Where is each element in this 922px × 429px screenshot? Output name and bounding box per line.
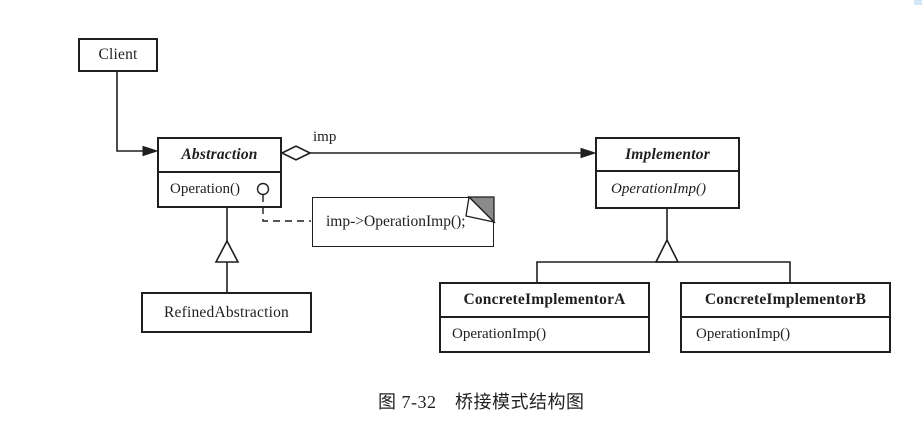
aggregation-diamond-icon bbox=[280, 145, 312, 161]
class-client: Client bbox=[78, 38, 158, 72]
abstraction-generalization bbox=[214, 208, 240, 292]
class-refined-abstraction-name: RefinedAbstraction bbox=[164, 303, 289, 321]
aggregation-role-label: imp bbox=[313, 129, 337, 145]
class-implementor-name: Implementor bbox=[597, 139, 738, 172]
class-abstraction: Abstraction Operation() bbox=[157, 137, 282, 208]
class-refined-abstraction: RefinedAbstraction bbox=[141, 292, 312, 333]
implementor-generalization bbox=[536, 209, 791, 282]
figure-caption: 图 7-32 桥接模式结构图 bbox=[378, 392, 585, 412]
class-implementor-method: OperationImp() bbox=[611, 181, 706, 197]
class-concrete-implementor-a: ConcreteImplementorA OperationImp() bbox=[439, 282, 650, 353]
arrowhead-icon bbox=[142, 145, 159, 157]
class-implementor: Implementor OperationImp() bbox=[595, 137, 740, 209]
class-abstraction-method: Operation() bbox=[170, 181, 240, 197]
corner-artifact bbox=[914, 0, 922, 5]
aggregation-link bbox=[280, 145, 597, 161]
class-concrete-implementor-b-method: OperationImp() bbox=[696, 326, 791, 342]
class-abstraction-name: Abstraction bbox=[159, 139, 280, 173]
arrowhead-icon bbox=[580, 147, 597, 159]
class-concrete-implementor-a-method: OperationImp() bbox=[452, 326, 547, 342]
code-note-text: imp->OperationImp(); bbox=[326, 213, 466, 230]
generalization-triangle-icon bbox=[214, 239, 240, 263]
generalization-triangle-icon bbox=[654, 238, 680, 263]
class-concrete-implementor-a-name: ConcreteImplementorA bbox=[441, 284, 648, 318]
client-to-abstraction-arrow bbox=[116, 72, 159, 157]
class-client-name: Client bbox=[98, 46, 138, 63]
class-concrete-implementor-b-name: ConcreteImplementorB bbox=[682, 284, 889, 318]
class-concrete-implementor-b: ConcreteImplementorB OperationImp() bbox=[680, 282, 891, 353]
code-note: imp->OperationImp(); bbox=[312, 197, 494, 247]
